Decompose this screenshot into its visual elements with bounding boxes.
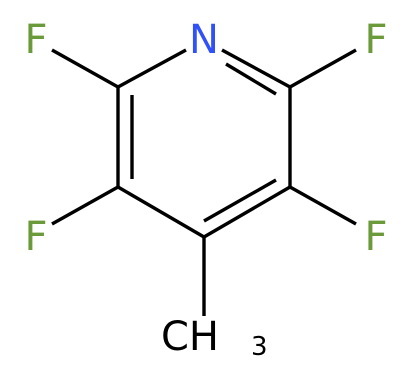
bond-n-c6	[221, 48, 291, 89]
atom-label-fluorine-bottom-left: F	[24, 214, 47, 260]
bond-c5-c4-inner	[203, 178, 277, 223]
bond-c5-c4	[203, 185, 291, 239]
atom-label-fluorine-top-left: F	[24, 17, 47, 63]
bond-c4-c3	[117, 185, 205, 239]
bond-c3-f	[51, 185, 119, 226]
atom-label-nitrogen: N	[189, 17, 219, 63]
bond-n-c6-inner	[225, 62, 277, 96]
atom-label-methyl: CH	[161, 314, 219, 360]
bond-c2-f	[51, 48, 119, 89]
atom-label-methyl-subscript: 3	[251, 332, 268, 362]
bond-c2-n	[117, 48, 187, 89]
atom-label-fluorine-top-right: F	[364, 17, 387, 63]
bond-c6-f	[289, 48, 357, 89]
bond-c5-f	[289, 185, 357, 226]
atom-label-fluorine-bottom-right: F	[364, 214, 387, 260]
